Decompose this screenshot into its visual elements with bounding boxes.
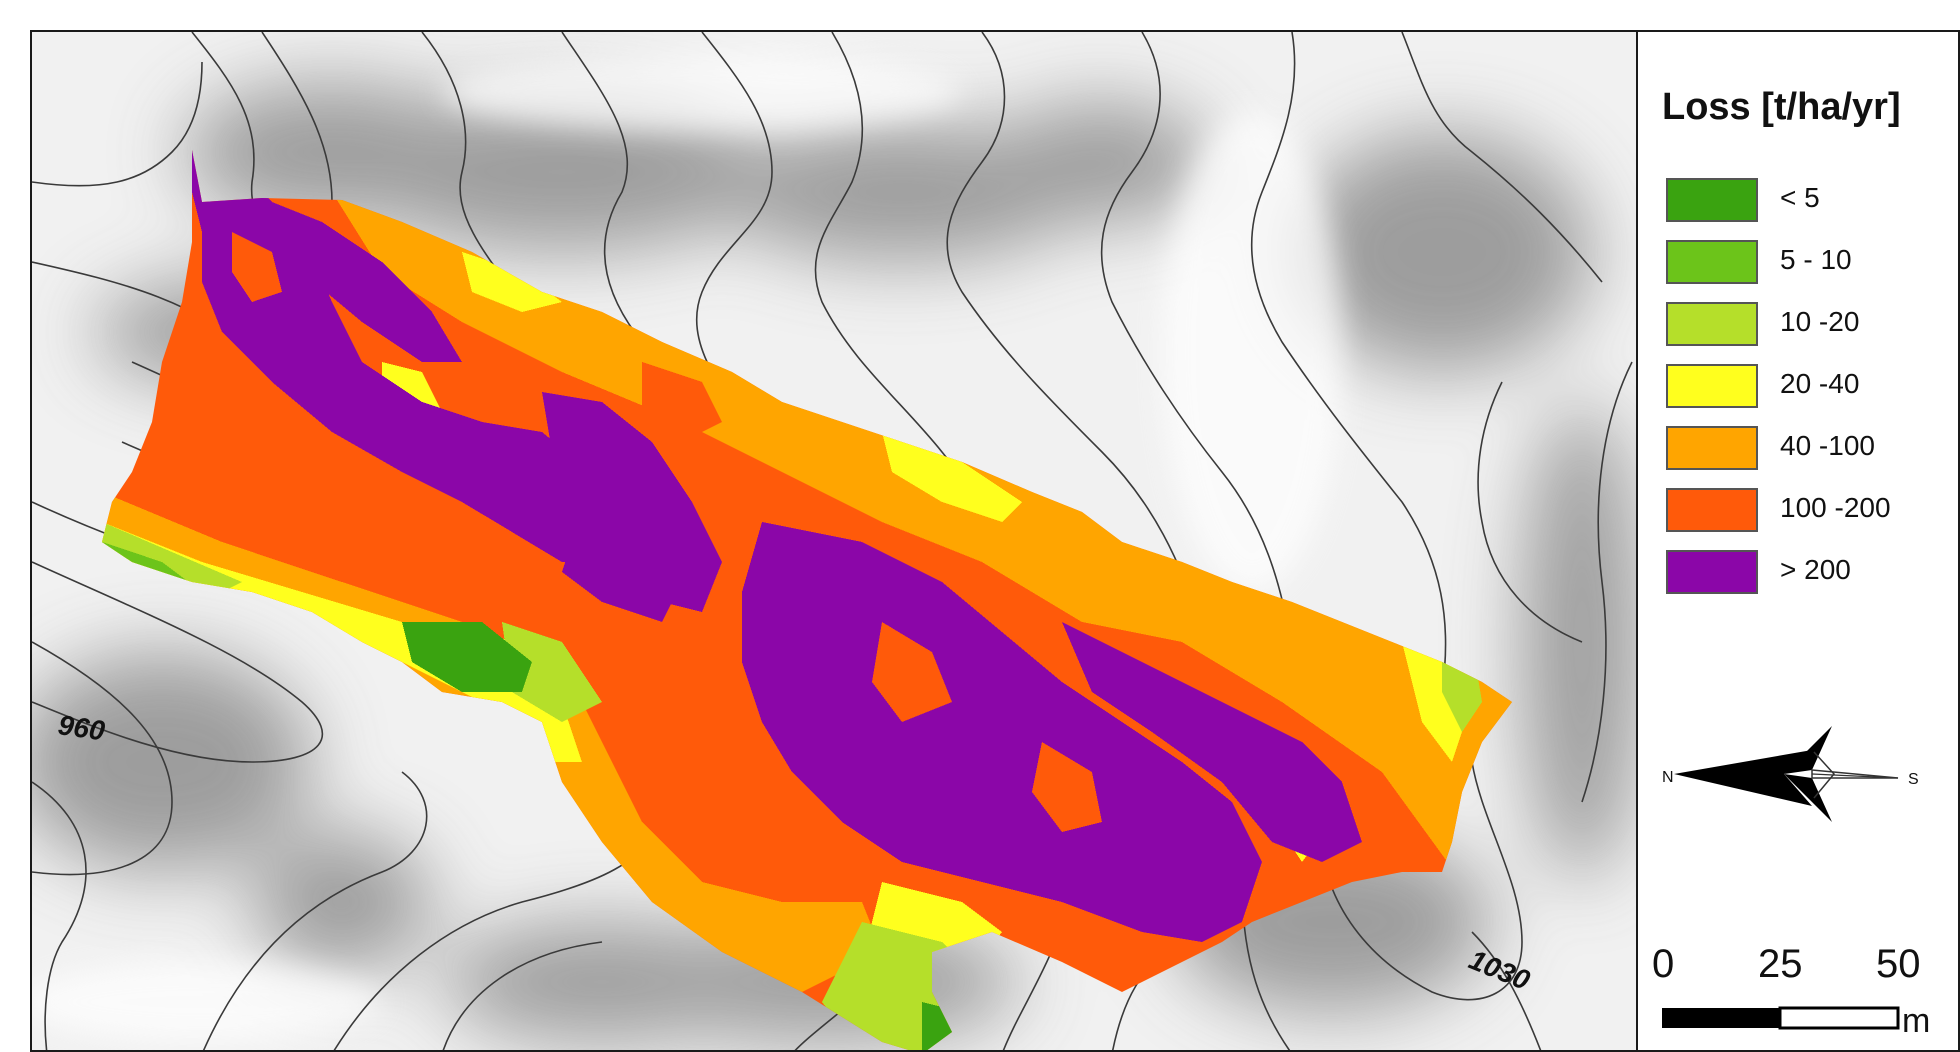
legend-label: 20 -40	[1780, 368, 1860, 399]
legend-label: < 5	[1780, 182, 1820, 213]
scale-tick-50: 50	[1876, 942, 1921, 986]
legend-label: 10 -20	[1780, 306, 1860, 337]
legend-swatch	[1666, 550, 1758, 594]
contour-label-low: 960	[56, 709, 107, 746]
legend-swatch	[1666, 364, 1758, 408]
map-canvas: 960 1030	[32, 32, 1636, 1050]
legend-swatch	[1666, 240, 1758, 284]
legend-swatch	[1666, 488, 1758, 532]
map-panel: 960 1030	[30, 30, 1638, 1052]
scale-bar-white-segment	[1778, 1006, 1900, 1030]
legend-swatch	[1666, 302, 1758, 346]
legend-label: 100 -200	[1780, 492, 1891, 523]
south-label: S	[1908, 771, 1919, 788]
scale-tick-0: 0	[1652, 942, 1675, 986]
legend-swatch	[1666, 426, 1758, 470]
legend-label: > 200	[1780, 554, 1851, 585]
legend-title: Loss [t/ha/yr]	[1662, 86, 1901, 128]
north-arrow: N S	[1662, 722, 1932, 832]
scale-bar-black-segment	[1662, 1008, 1780, 1028]
scale-unit: m	[1902, 1002, 1930, 1040]
north-label: N	[1662, 769, 1674, 786]
legend-swatch	[1666, 178, 1758, 222]
north-arrow-icon	[1674, 750, 1812, 806]
legend-label: 40 -100	[1780, 430, 1875, 461]
scale-bar: 0 25 50 m	[1652, 942, 1952, 1052]
legend-panel: Loss [t/ha/yr] < 5 5 - 10 10 -20 20 -40 …	[1636, 30, 1960, 1052]
legend-label: 5 - 10	[1780, 244, 1852, 275]
scale-tick-25: 25	[1758, 942, 1803, 986]
